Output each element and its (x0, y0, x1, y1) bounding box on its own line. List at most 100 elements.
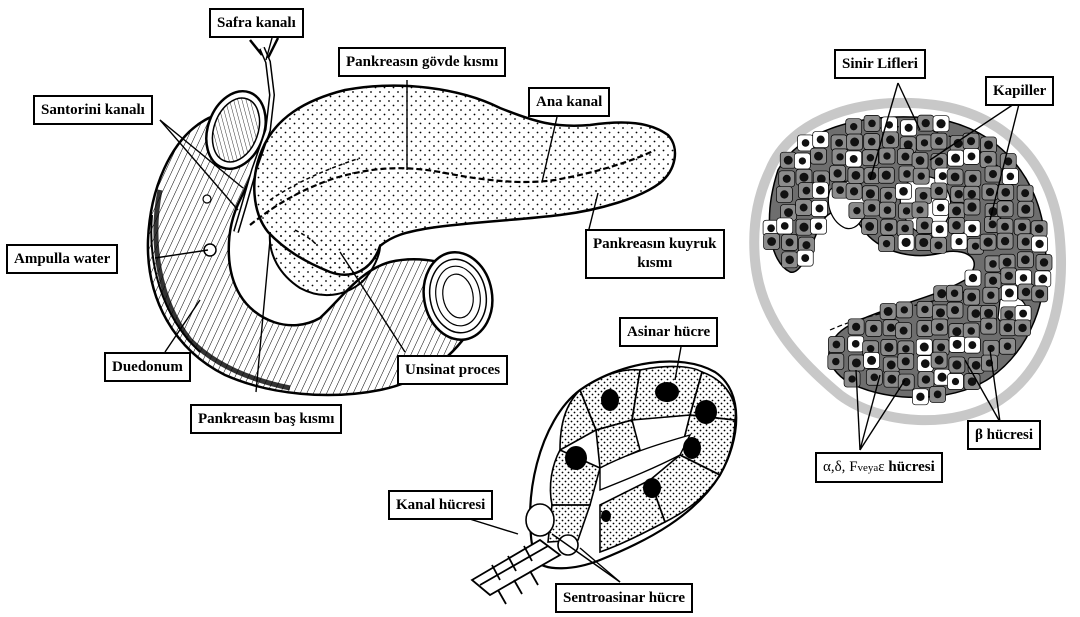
cell-nucleus (936, 308, 945, 317)
cell-nucleus (916, 156, 925, 165)
label-unsinat-proces: Unsinat proces (397, 355, 508, 385)
cell-nucleus (901, 153, 909, 161)
cell-nucleus (1004, 343, 1011, 350)
cell-nucleus (1022, 288, 1030, 296)
cell-nucleus (937, 343, 945, 351)
label-santorini-kanali: Santorini kanalı (33, 95, 153, 125)
cell-nucleus (903, 170, 911, 178)
cell-nucleus (816, 186, 825, 195)
cell-nucleus (899, 187, 908, 196)
label-pankreas-govde-kismi: Pankreasın gövde kısmı (338, 47, 506, 77)
cell-nucleus (968, 224, 976, 232)
cell-nucleus (1003, 258, 1012, 267)
cell-nucleus (955, 238, 962, 245)
cell-nucleus (989, 260, 997, 268)
cell-nucleus (921, 325, 929, 333)
cell-nucleus (953, 340, 962, 349)
cell-nucleus (868, 138, 876, 146)
label-f-symbol: F (849, 459, 857, 475)
cell-nucleus (989, 170, 997, 178)
cell-nucleus (1019, 310, 1027, 318)
cell-nucleus (852, 340, 860, 348)
cell-nucleus (802, 139, 810, 147)
cell-nucleus (938, 373, 947, 382)
cell-nucleus (817, 136, 825, 144)
cell-nucleus (1005, 272, 1013, 280)
label-alpha-delta-symbols: α,δ, (823, 459, 849, 475)
cell-nucleus (800, 204, 808, 212)
cell-nucleus (989, 277, 997, 285)
cell-nucleus (937, 204, 945, 212)
cell-nucleus (936, 119, 945, 128)
cell-nucleus (1021, 189, 1029, 197)
cell-nucleus (799, 173, 808, 182)
label-pankreas-kuyruk-kismi: Pankreasın kuyruk kısmı (585, 229, 725, 279)
cell-nucleus (967, 293, 976, 302)
cell-nucleus (783, 175, 791, 183)
cell-nucleus (848, 375, 855, 382)
cell-nucleus (952, 327, 961, 336)
cell-nucleus (1005, 289, 1014, 298)
cell-nucleus (921, 359, 930, 368)
cell-nucleus (903, 207, 910, 214)
cell-nucleus (935, 187, 943, 195)
cell-nucleus (887, 375, 896, 384)
label-pankreas-kuyruk-line1: Pankreasın kuyruk (593, 236, 717, 252)
cell-nucleus (920, 343, 929, 352)
cell-nucleus (1020, 274, 1027, 281)
cell-nucleus (987, 345, 994, 352)
cell-nucleus (785, 256, 794, 265)
cell-nucleus (901, 306, 908, 313)
cell-nucleus (1007, 173, 1015, 181)
cell-nucleus (951, 154, 960, 163)
cell-nucleus (901, 225, 909, 233)
cell-nucleus (984, 309, 993, 318)
cell-nucleus (868, 204, 876, 212)
cell-nucleus (799, 223, 808, 232)
cell-nucleus (972, 361, 981, 370)
cell-nucleus (882, 171, 891, 180)
cell-nucleus (1003, 323, 1012, 332)
cell-nucleus (935, 356, 944, 365)
cell-nucleus (1001, 188, 1010, 197)
cell-nucleus (884, 343, 893, 352)
cell-nucleus (1004, 310, 1013, 319)
cell-nucleus (968, 153, 976, 161)
cell-nucleus (836, 153, 843, 160)
cell-nucleus (865, 222, 874, 231)
cell-nucleus (884, 307, 893, 316)
cell-nucleus (916, 206, 923, 213)
cell-nucleus (786, 238, 794, 246)
cell-nucleus (968, 190, 976, 198)
cell-nucleus (951, 306, 959, 314)
cell-nucleus (1018, 324, 1026, 332)
cell-nucleus (967, 202, 976, 211)
cell-nucleus (784, 156, 793, 165)
cell-nucleus (951, 290, 958, 297)
cell-nucleus (1035, 224, 1044, 233)
cell-nucleus (801, 254, 809, 262)
cell-nucleus (985, 322, 992, 329)
label-safra-kanali: Safra kanalı (209, 8, 304, 38)
label-asinar-hucre: Asinar hücre (619, 317, 718, 347)
label-pankreas-bas-kismi: Pankreasın baş kısmı (190, 404, 342, 434)
cell-nucleus (852, 171, 861, 180)
cell-nucleus (921, 306, 928, 313)
cell-nucleus (984, 140, 993, 149)
cell-nucleus (902, 238, 911, 247)
cell-nucleus (853, 207, 860, 214)
cell-nucleus (868, 120, 876, 128)
cell-nucleus (870, 325, 878, 333)
cell-nucleus (852, 358, 861, 367)
cell-nucleus (767, 237, 776, 246)
cell-nucleus (850, 155, 858, 163)
cell-nucleus (972, 309, 981, 318)
cell-nucleus (922, 375, 930, 383)
cell-nucleus (884, 192, 892, 200)
cell-nucleus (969, 174, 977, 182)
cell-nucleus (1001, 223, 1009, 231)
cell-nucleus (967, 137, 975, 145)
cell-nucleus (1035, 289, 1044, 298)
cell-nucleus (984, 237, 993, 246)
cell-nucleus (799, 157, 806, 164)
